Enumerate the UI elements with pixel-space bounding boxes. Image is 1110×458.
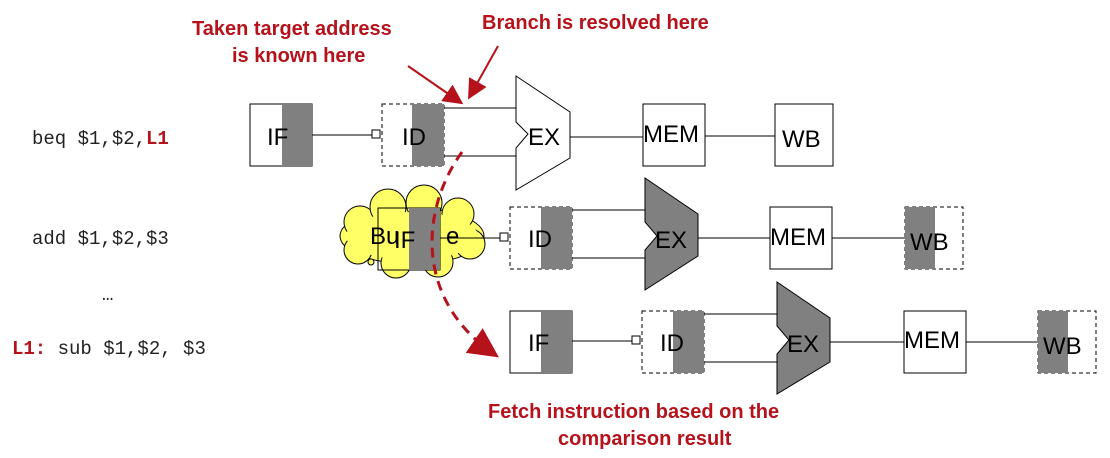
stage-id-shade [673, 311, 704, 373]
stage-mem-label: MEM [904, 327, 960, 354]
stage-wb-label: WB [782, 126, 821, 153]
stage-if-label: IF [394, 227, 415, 254]
arrow-branch-resolved [468, 45, 499, 100]
stage-wb-label: WB [910, 229, 949, 256]
stage-id-label: ID [528, 226, 552, 253]
stage-if-label: IF [528, 330, 549, 357]
stage-mem-label: MEM [770, 224, 826, 251]
stage-id-label: ID [402, 124, 426, 151]
row-sub: IF ID EX MEM WB [509, 281, 1097, 395]
row-beq: IF ID EX MEM WB [249, 75, 834, 191]
row-add: Bu e IF ID EX MEM WB [339, 177, 964, 291]
annotation-fetch-line2: comparison result [558, 428, 732, 450]
stage-wb-box [774, 103, 834, 167]
annotation-target-known-line2: is known here [232, 45, 365, 67]
stage-id-shade [541, 207, 572, 269]
stage-mem-label: MEM [643, 121, 699, 148]
arrow-fetch-redirect [430, 151, 499, 358]
stage-ex-shape [776, 281, 831, 395]
stage-ex-label: EX [655, 227, 687, 254]
stage-mem-box [642, 103, 706, 167]
latch [631, 335, 641, 345]
stage-if-shade [282, 104, 312, 166]
stage-if-label: IF [267, 124, 288, 151]
stage-if-shade [541, 311, 572, 373]
stage-wb-label: WB [1043, 333, 1082, 360]
stage-wb-shade [905, 207, 935, 269]
instruction-add: add $1,$2,$3 [32, 228, 169, 250]
annotation-fetch-line1: Fetch instruction based on the [488, 401, 779, 423]
arrow-target-known [407, 65, 464, 105]
stage-ex-label: EX [787, 331, 819, 358]
latch [371, 129, 381, 139]
stage-ex-shape [515, 75, 571, 191]
annotation-target-known-line1: Taken target address [192, 18, 392, 40]
stage-wb-shade [1038, 311, 1068, 373]
instruction-beq: beq $1,$2,L1 [32, 128, 169, 150]
stage-id-label: ID [660, 330, 684, 357]
instruction-sub: L1: sub $1,$2, $3 [12, 338, 206, 360]
stage-ex-label: EX [528, 124, 560, 151]
latch [499, 232, 509, 242]
bubble-text-right: e [446, 223, 459, 250]
bubble-text-left: Bu [370, 223, 399, 250]
instruction-ellipsis: … [102, 284, 113, 306]
stage-id-shade [412, 104, 444, 166]
stage-mem-box [769, 206, 833, 270]
annotation-branch-resolved: Branch is resolved here [482, 12, 709, 34]
stage-ex-shape [644, 177, 699, 291]
